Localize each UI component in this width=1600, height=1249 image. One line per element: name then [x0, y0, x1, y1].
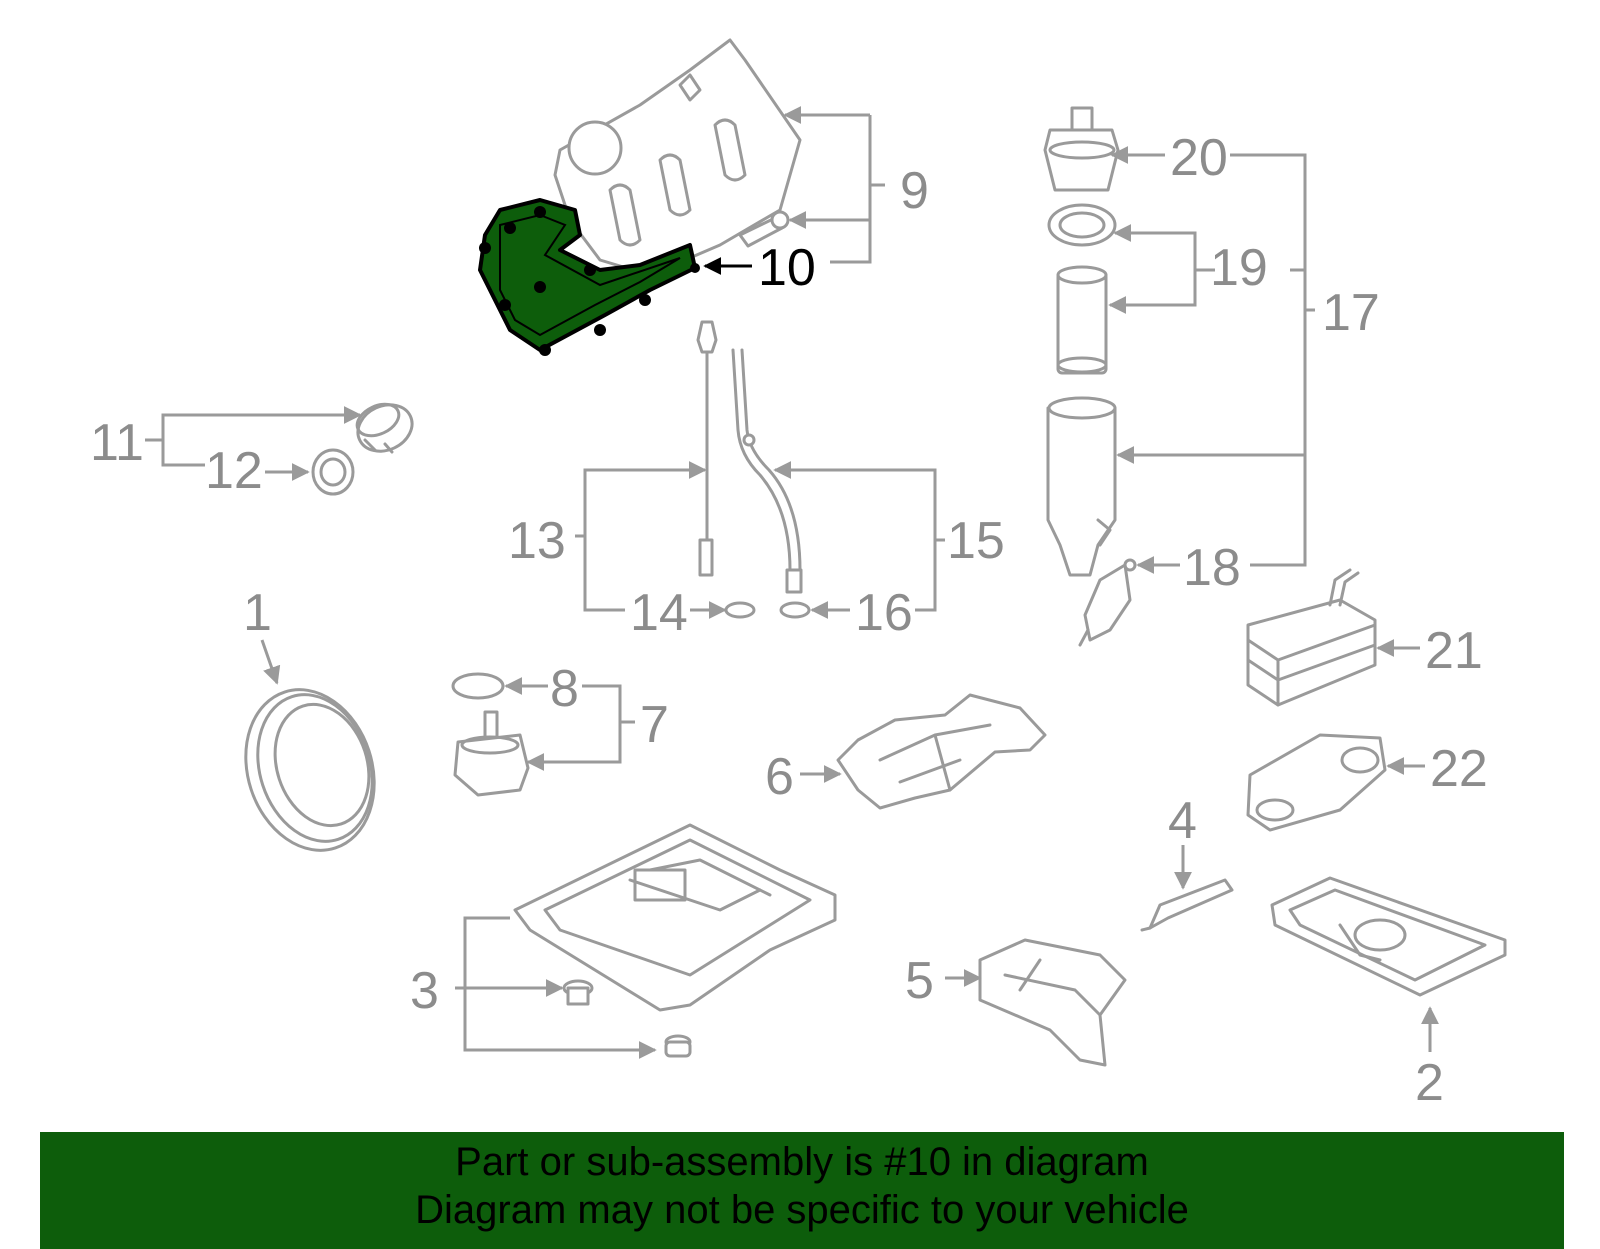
callout-15: 15 — [947, 512, 1005, 570]
callout-11-12-leader — [145, 406, 362, 481]
callout-18: 18 — [1183, 539, 1241, 597]
pulley-part-1[interactable] — [226, 673, 395, 867]
callout-6: 6 — [765, 748, 794, 806]
filter-element-part-19[interactable] — [1056, 265, 1108, 375]
callout-4: 4 — [1168, 792, 1197, 850]
o-ring-part-16[interactable] — [779, 601, 811, 619]
cover-part-22[interactable] — [1246, 733, 1387, 832]
filter-housing-part-17[interactable] — [1046, 396, 1117, 577]
plug-part-3[interactable] — [664, 1034, 692, 1058]
callout-15-16-leader — [773, 461, 945, 619]
dipstick-tube-part-15[interactable] — [731, 348, 803, 594]
oil-pan-part-3[interactable] — [513, 823, 837, 1012]
callout-1: 1 — [243, 584, 272, 642]
callout-16: 16 — [855, 584, 913, 642]
callout-3-leader — [455, 916, 657, 1059]
callout-5: 5 — [905, 952, 934, 1010]
gasket-part-10[interactable] — [478, 198, 700, 356]
callout-3: 3 — [410, 962, 439, 1020]
callout-1-leader — [260, 639, 281, 685]
baffle-part-6[interactable] — [836, 693, 1047, 810]
baffle-part-5[interactable] — [978, 938, 1127, 1067]
seal-part-12[interactable] — [311, 448, 355, 496]
callout-20: 20 — [1170, 129, 1228, 187]
callout-17-20-leader — [1108, 146, 1315, 574]
callout-17: 17 — [1322, 284, 1380, 342]
drain-plug-part-3[interactable] — [562, 979, 594, 1006]
banner-line-1: Part or sub-assembly is #10 in diagram — [455, 1140, 1149, 1184]
callout-2: 2 — [1415, 1054, 1444, 1112]
callout-7-8-leader — [504, 677, 635, 771]
callout-13-14-leader — [575, 461, 727, 619]
strainer-part-4[interactable] — [1140, 878, 1234, 932]
sensor-part-18[interactable] — [1078, 558, 1137, 647]
callout-11: 11 — [90, 414, 144, 472]
filter-cap-part-20[interactable] — [1043, 106, 1120, 192]
callout-8: 8 — [550, 660, 579, 718]
callout-21: 21 — [1425, 622, 1483, 680]
callout-12: 12 — [205, 442, 263, 500]
oil-pan-part-2[interactable] — [1270, 876, 1507, 997]
parts-diagram: 9 10 11 12 13 14 — [90, 38, 1507, 1112]
callout-9-leader — [783, 106, 885, 264]
oil-cap-part-11[interactable] — [350, 396, 419, 460]
dipstick-part-13[interactable] — [696, 320, 718, 577]
o-ring-part-8[interactable] — [451, 672, 505, 700]
callout-9: 9 — [900, 162, 929, 220]
valve-cover-bolt[interactable] — [738, 210, 790, 248]
banner-line-2: Diagram may not be specific to your vehi… — [415, 1188, 1189, 1232]
callout-7: 7 — [640, 696, 669, 754]
callout-22: 22 — [1430, 740, 1488, 798]
seal-part-19[interactable] — [1047, 203, 1117, 247]
callout-14: 14 — [630, 584, 688, 642]
sensor-part-7[interactable] — [453, 710, 530, 797]
oil-cooler-part-21[interactable] — [1246, 568, 1377, 707]
callout-19: 19 — [1210, 239, 1268, 297]
o-ring-part-14[interactable] — [724, 601, 756, 619]
info-banner: Part or sub-assembly is #10 in diagram D… — [40, 1132, 1564, 1249]
callout-13: 13 — [508, 512, 566, 570]
callout-10: 10 — [758, 239, 816, 297]
